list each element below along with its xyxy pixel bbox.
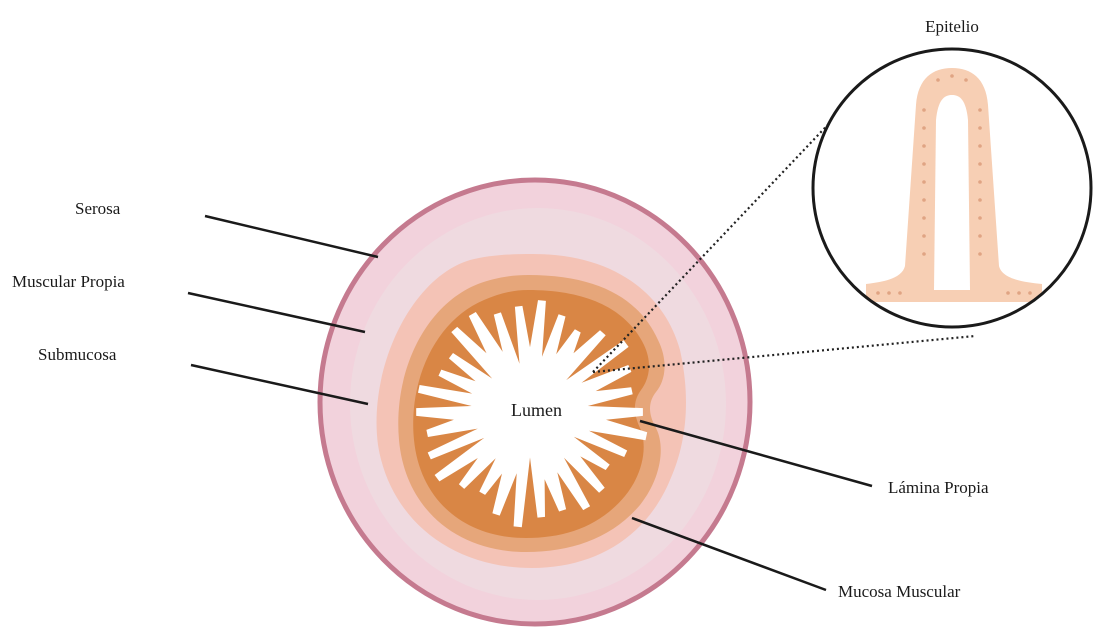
serosa-leader-line xyxy=(205,216,378,257)
villus-nucleus-dot xyxy=(978,198,982,202)
villus-nucleus-dot xyxy=(950,74,954,78)
villus-nucleus-dot xyxy=(978,108,982,112)
villus-nucleus-dot xyxy=(922,180,926,184)
label-submucosa: Submucosa xyxy=(38,345,117,364)
villus-nucleus-dot xyxy=(887,291,891,295)
villus-nucleus-dot xyxy=(1006,291,1010,295)
villus-nucleus-dot xyxy=(978,162,982,166)
label-mucosa-muscular: Mucosa Muscular xyxy=(838,582,961,601)
villus-nucleus-dot xyxy=(936,78,940,82)
villus-nucleus-dot xyxy=(964,78,968,82)
villus-nucleus-dot xyxy=(978,234,982,238)
villus-nucleus-dot xyxy=(1017,291,1021,295)
villus-nucleus-dot xyxy=(876,291,880,295)
villus-nucleus-dot xyxy=(978,216,982,220)
label-lamina-propia: Lámina Propia xyxy=(888,478,989,497)
villus-nucleus-dot xyxy=(922,144,926,148)
villus-nucleus-dot xyxy=(922,216,926,220)
label-epitelio: Epitelio xyxy=(925,17,979,36)
label-lumen: Lumen xyxy=(511,400,562,420)
villus-nucleus-dot xyxy=(922,108,926,112)
villus-nucleus-dot xyxy=(922,198,926,202)
villus-nucleus-dot xyxy=(978,180,982,184)
villus-nucleus-dot xyxy=(898,291,902,295)
villus-nucleus-dot xyxy=(922,252,926,256)
villus-nucleus-dot xyxy=(978,252,982,256)
villus-nucleus-dot xyxy=(922,234,926,238)
label-serosa: Serosa xyxy=(75,199,121,218)
villus-nucleus-dot xyxy=(978,126,982,130)
villus-nucleus-dot xyxy=(922,126,926,130)
villus-inner xyxy=(934,95,970,290)
villus-nucleus-dot xyxy=(978,144,982,148)
epitelio-detail xyxy=(813,49,1091,327)
label-muscular-propia: Muscular Propia xyxy=(12,272,125,291)
villus-nucleus-dot xyxy=(1028,291,1032,295)
villus-nucleus-dot xyxy=(922,162,926,166)
